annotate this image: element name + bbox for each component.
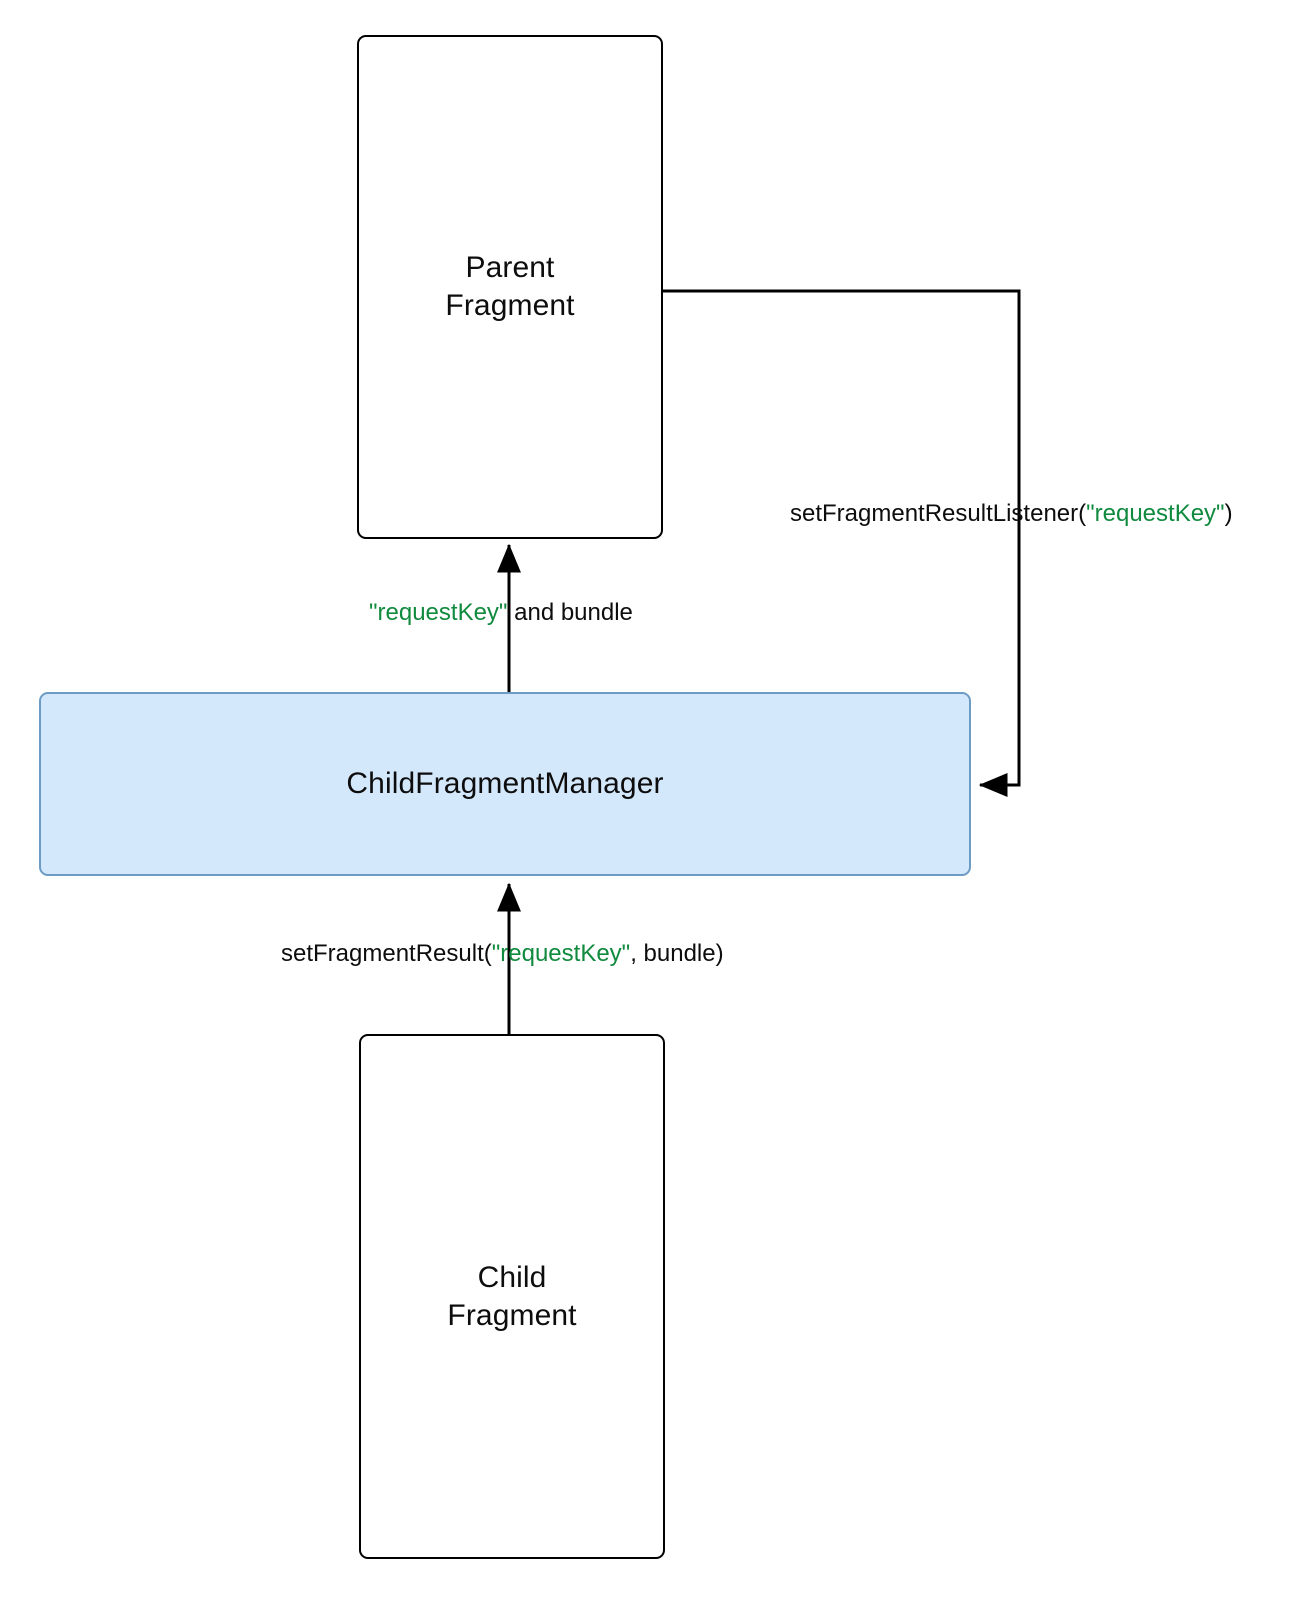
request-key-token: "requestKey" <box>491 940 631 967</box>
label-text-segment: and bundle <box>507 599 633 626</box>
request-key-token: "requestKey" <box>369 599 508 626</box>
request-key-token: "requestKey" <box>1086 500 1225 527</box>
edge-label-child-fragment-to-child-fragment-manager: setFragmentResult("requestKey", bundle) <box>281 939 724 969</box>
node-child-fragment-manager-label: ChildFragmentManager <box>346 767 664 801</box>
connector-parent-fragment-to-child-fragment-manager <box>663 289 1021 797</box>
node-parent-fragment[interactable]: Parent Fragment <box>357 35 663 539</box>
label-text-segment: ) <box>1224 500 1233 527</box>
label-text-segment: , bundle) <box>630 940 724 967</box>
label-text-segment: setFragmentResultListener( <box>790 500 1087 527</box>
node-child-fragment-manager[interactable]: ChildFragmentManager <box>39 692 971 876</box>
edge-label-parent-fragment-to-child-fragment-manager: setFragmentResultListener("requestKey") <box>790 499 1233 529</box>
node-child-fragment[interactable]: Child Fragment <box>359 1034 665 1559</box>
label-text-segment: setFragmentResult( <box>281 940 492 967</box>
node-child-fragment-label: Child Fragment <box>447 1260 577 1332</box>
edge-label-child-fragment-manager-to-parent-fragment: "requestKey" and bundle <box>369 598 633 628</box>
node-parent-fragment-label: Parent Fragment <box>445 251 575 322</box>
